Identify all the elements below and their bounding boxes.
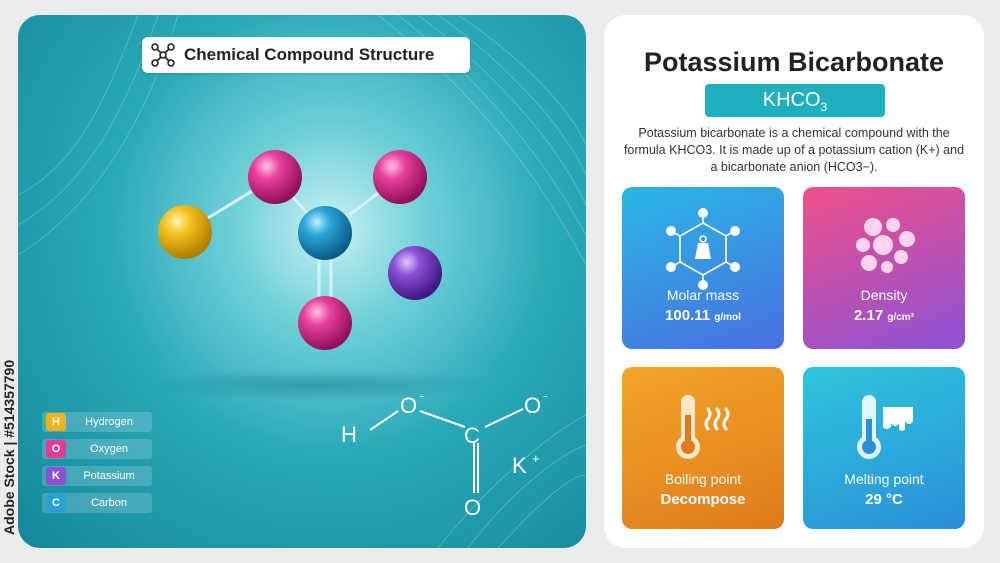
legend-label-oxygen: Oxygen [90,443,128,455]
density-icon [856,218,915,273]
structural-formula: H O O C O K - - + [341,388,547,520]
formula-badge: KHCO3 [705,84,885,117]
section-title-pill: Chemical Compound Structure [142,37,470,73]
molecule-3d-model [148,150,488,401]
legend-item-hydrogen: H Hydrogen [42,412,152,432]
boiling-point-label: Boiling point [664,471,742,487]
density-value-row: 2.17 g/cm³ [803,307,965,324]
compound-description: Potassium bicarbonate is a chemical comp… [623,126,965,174]
structure-c: C [464,423,480,448]
card-density: Density 2.17 g/cm³ [803,187,965,349]
legend-item-oxygen: O Oxygen [42,439,152,459]
legend-label-carbon: Carbon [90,497,128,509]
info-panel: Potassium Bicarbonate KHCO3 Potassium bi… [604,15,984,548]
structure-panel: Chemical Compound Structure [18,15,586,548]
atom-legend: H Hydrogen O Oxygen K Potassium C Carbon [42,412,152,520]
structure-o-left: O [400,393,417,418]
formula-subscript: 3 [820,100,828,114]
melting-point-label: Melting point [844,471,924,487]
molecule-icon [151,43,175,67]
legend-item-potassium: K Potassium [42,466,152,486]
thermometer-hot-icon [676,395,730,459]
atom-hydrogen [158,205,212,259]
legend-item-carbon: C Carbon [42,493,152,513]
charge-plus: + [532,451,540,466]
molar-mass-value-row: 100.11 g/mol [622,307,784,324]
molecule-shadow [148,369,488,401]
molar-mass-label: Molar mass [666,287,740,303]
atom-oxygen-1 [248,150,302,204]
thermometer-melt-icon [857,395,913,459]
card-boiling-point: Boiling point Decompose [622,367,784,529]
legend-badge-potassium: K [46,467,66,485]
atom-potassium [388,246,442,300]
charge-minus-right: - [543,388,547,403]
legend-label-hydrogen: Hydrogen [85,416,133,428]
watermark-text: Adobe Stock | #514357790 [1,360,17,535]
card-melting-point: Melting point 29 °C [803,367,965,529]
legend-badge-oxygen: O [46,440,66,458]
molar-mass-icon [666,208,740,290]
boiling-point-value: Decompose [660,491,746,508]
atom-oxygen-3 [298,296,352,350]
density-unit: g/cm³ [887,312,915,323]
legend-label-potassium: Potassium [83,470,135,482]
formula-main: KHCO [762,89,821,111]
density-value: 2.17 [853,307,884,324]
structure-h: H [341,422,357,447]
density-label: Density [860,287,908,303]
structure-o-right: O [524,393,541,418]
molar-mass-value: 100.11 [665,307,711,324]
card-molar-mass: Molar mass 100.11 g/mol [622,187,784,349]
stock-watermark: Adobe Stock | #514357790 [1,360,17,535]
compound-name: Potassium Bicarbonate [643,47,945,77]
molar-mass-unit: g/mol [714,312,741,323]
structure-k: K [512,453,527,478]
atom-oxygen-2 [373,150,427,204]
charge-minus-left: - [420,388,424,403]
legend-badge-carbon: C [46,494,66,512]
legend-badge-hydrogen: H [46,413,66,431]
structure-o-bottom: O [464,495,481,520]
section-title: Chemical Compound Structure [184,45,435,64]
atom-carbon [298,206,352,260]
melting-point-value: 29 °C [865,491,903,508]
